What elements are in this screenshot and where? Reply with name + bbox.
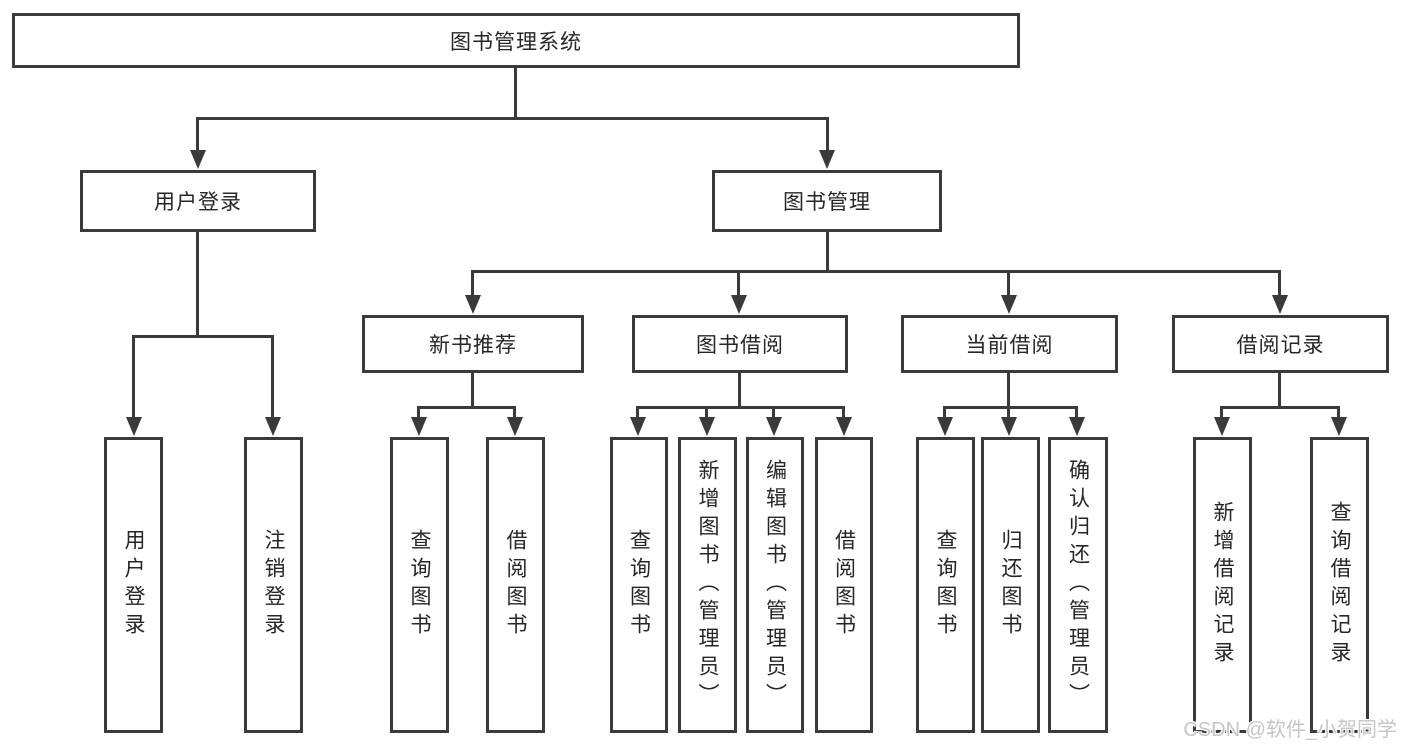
arrowhead-icon [819, 150, 835, 169]
edge-borrowing-drop-2 [705, 406, 708, 418]
leaf-borrow-books: 借阅图书 [815, 437, 873, 733]
arrowhead-icon [1069, 417, 1085, 436]
leaf-logout: 注销登录 [244, 437, 303, 733]
arrowhead-icon [126, 417, 142, 436]
csdn-watermark: CSDN @软件_小贺同学 [1183, 719, 1397, 741]
edge-bookmgmt-stub [826, 232, 829, 270]
edge-borrowing-drop-3 [772, 406, 775, 418]
edge-records-rail [1220, 406, 1340, 409]
edge-current-drop-3 [1075, 406, 1078, 418]
edge-root-stub [514, 68, 517, 117]
node-new-book-recommend: 新书推荐 [362, 315, 584, 373]
leaf-return-books: 归还图书 [981, 437, 1040, 733]
edge-newbook-stub [471, 373, 474, 406]
edge-current-stub [1007, 373, 1010, 406]
arrowhead-icon [731, 295, 747, 314]
node-current-borrowing: 当前借阅 [901, 315, 1118, 373]
edge-root-drop-left [196, 117, 199, 151]
edge-records-drop-2 [1337, 406, 1340, 418]
arrowhead-icon [630, 417, 646, 436]
edge-userlogin-drop-2 [271, 335, 274, 418]
arrowhead-icon [1214, 417, 1230, 436]
edge-newbook-rail [417, 406, 516, 409]
edge-bookmgmt-drop-4 [1278, 270, 1281, 296]
node-label: 当前借阅 [965, 334, 1054, 357]
arrowhead-icon [937, 417, 953, 436]
edge-borrowing-stub [738, 373, 741, 406]
node-label: 图书管理 [783, 191, 871, 214]
arrowhead-icon [836, 417, 852, 436]
node-book-borrowing: 图书借阅 [632, 315, 848, 373]
edge-borrowing-drop-4 [842, 406, 845, 418]
leaf-query-borrow-record: 查询借阅记录 [1310, 437, 1369, 733]
leaf-query-books-recommend: 查询图书 [390, 437, 449, 733]
edge-current-drop-1 [943, 406, 946, 418]
leaf-borrow-books-recommend: 借阅图书 [486, 437, 545, 733]
edge-bookmgmt-drop-1 [471, 270, 474, 296]
leaf-query-books-borrowing: 查询图书 [610, 437, 668, 733]
edge-records-stub [1278, 373, 1281, 406]
arrowhead-icon [265, 417, 281, 436]
arrowhead-icon [507, 417, 523, 436]
edge-userlogin-drop-1 [132, 335, 135, 418]
node-label: 图书管理系统 [450, 30, 582, 54]
edge-newbook-drop-1 [417, 406, 420, 418]
leaf-edit-books-admin: 编辑图书（管理员） [746, 437, 804, 733]
arrowhead-icon [1001, 295, 1017, 314]
node-book-management: 图书管理 [712, 170, 942, 232]
arrowhead-icon [411, 417, 427, 436]
edge-borrowing-rail [636, 406, 845, 409]
leaf-query-books-current: 查询图书 [916, 437, 975, 733]
leaf-add-borrow-record: 新增借阅记录 [1193, 437, 1252, 733]
leaf-confirm-return-admin: 确认归还（管理员） [1048, 437, 1108, 733]
edge-records-drop-1 [1220, 406, 1223, 418]
node-label: 用户登录 [154, 191, 242, 214]
arrowhead-icon [766, 417, 782, 436]
node-label: 借阅记录 [1236, 334, 1325, 357]
edge-userlogin-rail [132, 335, 274, 338]
edge-bookmgmt-drop-2 [737, 270, 740, 296]
edge-current-drop-2 [1007, 406, 1010, 418]
arrowhead-icon [699, 417, 715, 436]
arrowhead-icon [1331, 417, 1347, 436]
node-library-management-system: 图书管理系统 [12, 13, 1020, 68]
edge-borrowing-drop-1 [636, 406, 639, 418]
arrowhead-icon [1001, 417, 1017, 436]
edge-bookmgmt-rail [471, 270, 1281, 273]
edge-current-rail [943, 406, 1078, 409]
arrowhead-icon [1272, 295, 1288, 314]
node-label: 图书借阅 [696, 334, 784, 357]
edge-newbook-drop-2 [513, 406, 516, 418]
edge-userlogin-stub [196, 232, 199, 335]
node-user-login: 用户登录 [80, 170, 316, 232]
arrowhead-icon [465, 295, 481, 314]
leaf-user-login: 用户登录 [104, 437, 163, 733]
arrowhead-icon [190, 150, 206, 169]
edge-root-drop-right [826, 117, 829, 151]
edge-root-rail [196, 117, 829, 120]
node-label: 新书推荐 [429, 334, 517, 357]
leaf-add-books-admin: 新增图书（管理员） [678, 437, 737, 733]
node-borrowing-records: 借阅记录 [1172, 315, 1389, 373]
edge-bookmgmt-drop-3 [1007, 270, 1010, 296]
